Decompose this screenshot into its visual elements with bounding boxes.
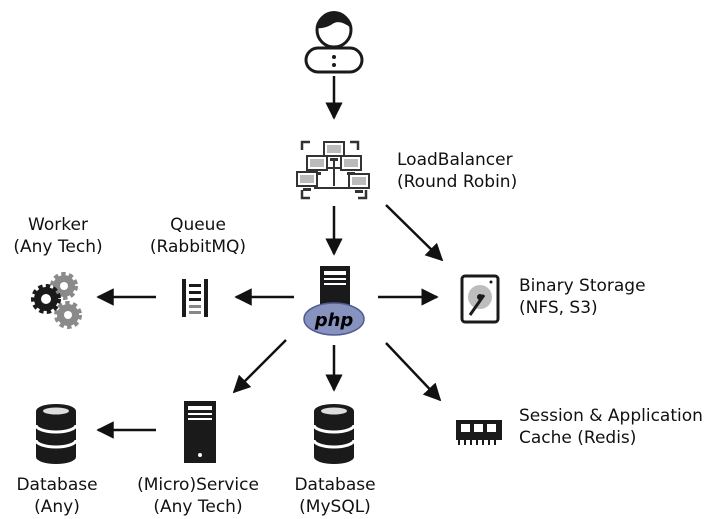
database-any-subtitle: (Any) — [34, 497, 80, 517]
queue-icon — [182, 279, 208, 317]
database-any-title: Database — [16, 475, 98, 495]
loadbalancer-subtitle: (Round Robin) — [397, 172, 518, 192]
binary-storage-label: Binary Storage (NFS, S3) — [519, 275, 646, 319]
queue-label: Queue (RabbitMQ) — [150, 214, 246, 258]
arrow-loadbalancer-to-storage — [385, 204, 444, 262]
php-logo-text: php — [314, 310, 354, 331]
binary-storage-subtitle: (NFS, S3) — [519, 298, 598, 318]
hard-disk-icon — [460, 274, 500, 324]
database-icon — [34, 402, 78, 466]
session-cache-subtitle: Cache (Redis) — [519, 428, 637, 448]
worker-subtitle: (Any Tech) — [13, 237, 103, 257]
arrow-php-to-service — [232, 339, 287, 394]
binary-storage-title: Binary Storage — [519, 276, 646, 296]
database-any-label: Database (Any) — [16, 474, 97, 518]
loadbalancer-title: LoadBalancer — [397, 150, 513, 170]
arrow-php-to-cache — [385, 342, 442, 402]
database-mysql-label: Database (MySQL) — [294, 474, 375, 518]
session-cache-label: Session & Application Cache (Redis) — [519, 405, 703, 449]
database-icon — [312, 402, 356, 466]
memory-icon — [456, 420, 502, 445]
database-mysql-title: Database — [294, 475, 376, 495]
worker-label: Worker (Any Tech) — [13, 214, 102, 258]
queue-title: Queue — [170, 215, 226, 235]
micro-service-label: (Micro)Service (Any Tech) — [137, 474, 259, 518]
loadbalancer-label: LoadBalancer (Round Robin) — [397, 149, 517, 193]
micro-service-title: (Micro)Service — [137, 475, 259, 495]
worker-title: Worker — [28, 215, 88, 235]
network-icon — [296, 140, 370, 200]
user-icon — [304, 11, 364, 74]
micro-service-subtitle: (Any Tech) — [153, 497, 243, 517]
gears-icon — [31, 272, 82, 329]
server-icon — [184, 401, 216, 463]
php-logo-icon: php — [303, 302, 365, 336]
connector-arrows — [96, 76, 444, 439]
session-cache-title: Session & Application — [519, 406, 703, 426]
queue-subtitle: (RabbitMQ) — [149, 237, 247, 257]
database-mysql-subtitle: (MySQL) — [299, 497, 371, 517]
